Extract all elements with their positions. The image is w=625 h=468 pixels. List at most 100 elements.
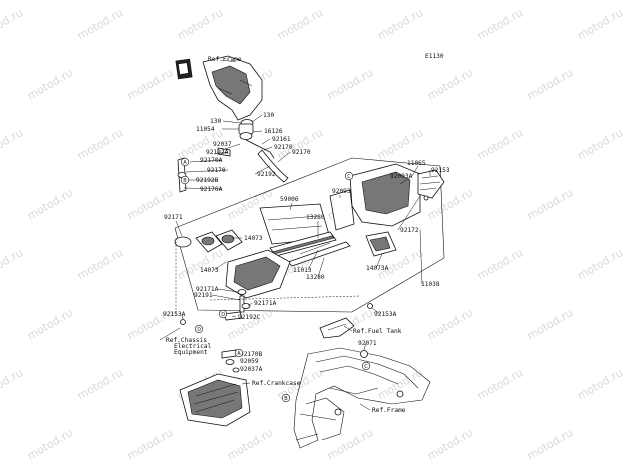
watermark-text: motod.ru: [75, 6, 125, 42]
callout-92037: 92037: [213, 141, 232, 148]
watermark-text: motod.ru: [425, 306, 475, 342]
watermark-text: motod.ru: [375, 126, 425, 162]
breather-hose-92192: [257, 149, 289, 183]
watermark-text: motod.ru: [0, 126, 25, 162]
frame-top-shade: [211, 65, 251, 105]
watermark-text: motod.ru: [325, 426, 375, 462]
callout-92161: 92161: [272, 136, 291, 143]
ref-fuel-tank: Ref.Fuel Tank: [353, 328, 402, 335]
callout-92170-b: 92170: [292, 149, 311, 156]
callout-92170-a: 92170: [274, 144, 293, 151]
crankcase-shade: [187, 379, 243, 419]
watermark-text: motod.ru: [225, 426, 275, 462]
fuel-tank-bracket: [319, 317, 355, 339]
grill-92153: [417, 169, 445, 199]
leader-line: [175, 220, 183, 237]
watermark-text: motod.ru: [525, 306, 575, 342]
frame-bolt-1: [334, 408, 342, 416]
watermark-text: motod.ru: [525, 66, 575, 102]
upper-housing-shade: [361, 171, 411, 215]
watermark-text: motod.ru: [475, 366, 525, 402]
marker-c-bottom: C: [361, 361, 371, 371]
leader-line: [181, 313, 184, 320]
leader-line: [399, 175, 413, 185]
leader-line: [252, 130, 263, 133]
funnel-a-opening: [201, 236, 215, 246]
crankcase-assembly: [179, 349, 251, 427]
leader-line: [159, 327, 181, 341]
diagram-code: E1130: [425, 53, 444, 60]
watermark-text: motod.ru: [0, 246, 25, 282]
watermark-text: motod.ru: [525, 426, 575, 462]
watermark-text: motod.ru: [575, 126, 625, 162]
svg-text:A: A: [183, 160, 187, 166]
leader-line: [183, 187, 223, 190]
leader-line: [375, 253, 383, 269]
screw-92153A-left: [180, 319, 186, 325]
watermark-text: motod.ru: [225, 306, 275, 342]
leader-line: [213, 261, 227, 271]
callout-92071: 92071: [358, 340, 377, 347]
leader-line: [221, 143, 241, 151]
leader-line: [359, 403, 371, 411]
callout-130-b: 130: [263, 112, 274, 119]
callout-16126: 16126: [264, 128, 283, 135]
funnel-ring-92171: [174, 236, 192, 248]
leader-line: [247, 302, 253, 307]
leader-line: [217, 288, 239, 293]
watermark-text: motod.ru: [25, 426, 75, 462]
fitting-92037A: [232, 367, 240, 373]
leader-line: [371, 307, 381, 315]
leader-line: [397, 195, 421, 231]
leader-line: [277, 151, 291, 163]
callout-92170B: 92170B: [240, 351, 263, 358]
svg-text:D: D: [221, 312, 225, 318]
callout-13280-a: 13280: [306, 214, 325, 221]
svg-text:B: B: [183, 178, 187, 184]
nut-92071: [360, 350, 368, 358]
watermark-text: motod.ru: [425, 426, 475, 462]
callout-92059: 92059: [240, 358, 259, 365]
leader-line: [317, 257, 325, 278]
screw-92172: [423, 195, 429, 201]
watermark-text: motod.ru: [75, 126, 125, 162]
ref-frame-top: Ref.Frame: [208, 56, 242, 63]
watermark-text: motod.ru: [475, 126, 525, 162]
frame-bolt-2: [396, 390, 404, 398]
leader-line: [241, 382, 251, 385]
bracket: [319, 317, 355, 339]
callout-92171A-b: 92171A: [254, 300, 277, 307]
callout-14073A: 14073A: [366, 265, 389, 272]
leader-line: [263, 146, 273, 151]
ref-frame-bottom: Ref.Frame: [372, 407, 406, 414]
ref-electrical: Electrical: [174, 343, 212, 350]
callout-92191: 92191: [194, 292, 213, 299]
watermark-text: motod.ru: [125, 66, 175, 102]
callout-92153: 92153: [431, 167, 450, 174]
svg-text:B: B: [284, 396, 288, 402]
reference-labels: Ref.Frame Ref.Fuel Tank Ref.Chassis Elec…: [166, 56, 406, 414]
lower-housing-shade: [233, 256, 281, 291]
watermark-text: motod.ru: [575, 6, 625, 42]
leader-line: [261, 138, 271, 145]
callout-92171: 92171: [164, 214, 183, 221]
clamp-92059: [225, 359, 235, 365]
marker-b-bottom: B: [281, 393, 291, 403]
leader-line: [213, 151, 229, 155]
watermark-text: motod.ru: [325, 66, 375, 102]
leader-line: [231, 315, 237, 318]
ref-equipment: Equipment: [174, 349, 208, 356]
seal-92093: [329, 189, 355, 231]
leader-line: [254, 165, 271, 175]
leader-lines: [159, 114, 431, 411]
callout-13280-b: 13280: [306, 274, 325, 281]
marker-d-bottom: D: [194, 324, 204, 334]
callout-92093A: 92093A: [390, 173, 413, 180]
watermark-text: motod.ru: [125, 426, 175, 462]
hose-92170B: [221, 349, 237, 359]
callout-92172: 92172: [400, 227, 419, 234]
svg-text:D: D: [197, 327, 201, 333]
connection-markers: A B C D A B C D: [180, 157, 371, 403]
callout-92170A-a: 92170A: [200, 157, 223, 164]
callout-11065: 11065: [407, 160, 426, 167]
